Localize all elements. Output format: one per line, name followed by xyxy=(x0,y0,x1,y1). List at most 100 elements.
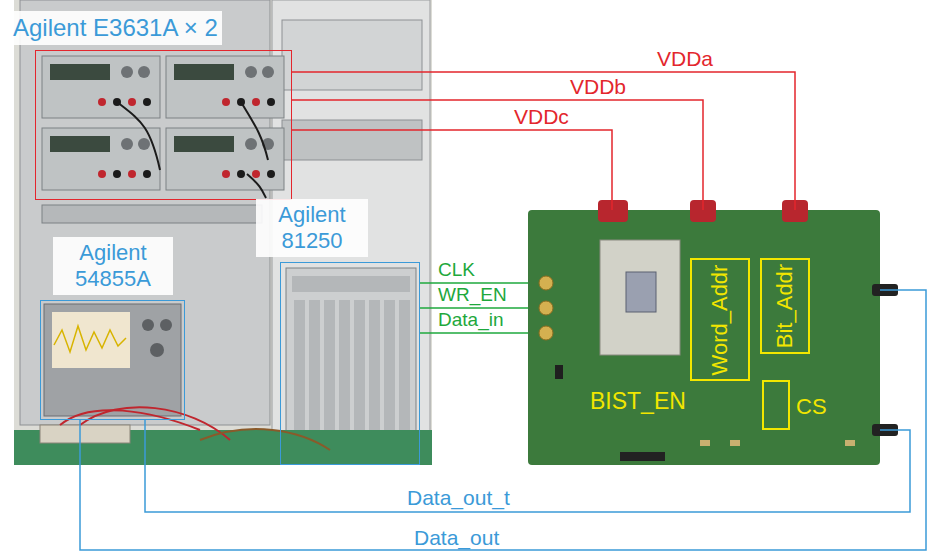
power-supply xyxy=(42,128,160,190)
scope-waveform xyxy=(54,326,126,352)
power-supply xyxy=(166,128,284,190)
signal-wire xyxy=(292,130,612,210)
smd-part xyxy=(730,440,740,446)
sma-connector xyxy=(539,276,553,290)
scope-screen xyxy=(52,312,130,368)
supply-cable xyxy=(241,102,268,160)
supply-terminal xyxy=(252,170,260,178)
instrument-label: Agilent 54855A xyxy=(53,237,173,295)
supply-terminal xyxy=(128,170,136,178)
scope-knob xyxy=(160,319,172,331)
signal-label: Bit_Addr xyxy=(772,264,798,348)
signal-name: WR_EN xyxy=(436,285,509,305)
signal-wire xyxy=(420,282,528,284)
chip-die xyxy=(626,272,656,312)
signal-wire xyxy=(292,72,795,210)
signal-wire xyxy=(420,307,528,309)
power-supply xyxy=(166,56,284,118)
rack-instrument xyxy=(42,205,262,223)
generator-module xyxy=(369,300,380,440)
supply-knob xyxy=(262,66,274,78)
supply-terminal xyxy=(143,170,151,178)
rack-instrument xyxy=(282,20,422,90)
supply-case xyxy=(166,56,284,118)
instrument-label: Agilent E3631A × 2 xyxy=(9,11,222,45)
bench-cable xyxy=(200,429,330,450)
instrument-group: Agilent 54855A xyxy=(40,300,185,420)
supply-terminal xyxy=(98,170,106,178)
supply-terminal xyxy=(143,98,151,106)
supply-display xyxy=(174,64,234,80)
signal-wire xyxy=(80,290,926,550)
instrument-group: Agilent 81250 xyxy=(280,262,420,465)
probe-clip xyxy=(598,200,628,222)
supply-cable xyxy=(247,174,266,198)
signal-wire xyxy=(420,332,528,334)
generator-slot xyxy=(292,276,410,292)
supply-knob xyxy=(138,66,150,78)
signal-name: Data_out xyxy=(412,527,501,549)
sma-connector xyxy=(539,326,553,340)
sma-connector xyxy=(539,301,553,315)
supply-knob xyxy=(121,138,133,150)
signal-name: Data_out_t xyxy=(405,487,512,509)
switch-group: Bit_Addr xyxy=(760,258,810,354)
supply-display xyxy=(174,136,234,152)
generator-module xyxy=(339,300,350,440)
generator-module xyxy=(354,300,365,440)
signal-wire xyxy=(292,100,703,210)
supply-knob xyxy=(138,138,150,150)
instrument-label: Agilent 81250 xyxy=(256,199,368,257)
supply-terminal xyxy=(252,98,260,106)
supply-display xyxy=(50,64,110,80)
pin-header xyxy=(555,365,563,379)
signal-label: CS xyxy=(796,394,827,420)
generator-module xyxy=(294,300,305,440)
supply-terminal xyxy=(267,98,275,106)
generator-module xyxy=(324,300,335,440)
power-supply xyxy=(42,56,160,118)
smd-part xyxy=(845,440,855,446)
instrument-group: Agilent E3631A × 2 xyxy=(35,50,292,200)
supply-knob xyxy=(245,138,257,150)
bench-cable xyxy=(80,407,230,440)
supply-knob xyxy=(121,66,133,78)
scope-knob xyxy=(150,343,164,357)
pin-header xyxy=(620,452,665,461)
switch-group: CS xyxy=(762,380,790,430)
pcb-board xyxy=(528,210,880,465)
scope-knob xyxy=(142,319,154,331)
supply-terminal xyxy=(267,170,275,178)
lab-photo-ground xyxy=(14,0,432,465)
signal-name: VDDb xyxy=(568,76,628,98)
generator-module xyxy=(384,300,395,440)
signal-name: VDDc xyxy=(512,106,571,128)
generator-module xyxy=(309,300,320,440)
smd-part xyxy=(700,440,710,446)
switch-group: Word_Addr xyxy=(690,258,750,381)
signal-name: VDDa xyxy=(655,48,715,70)
supply-terminal xyxy=(237,170,245,178)
oscilloscope xyxy=(44,304,181,416)
supply-cable xyxy=(117,102,160,170)
test-board: Word_Addr Bit_AddrCS BIST_EN xyxy=(528,210,880,465)
supply-case xyxy=(42,128,160,190)
supply-terminal xyxy=(222,170,230,178)
signal-label: Word_Addr xyxy=(707,264,733,375)
supply-terminal xyxy=(128,98,136,106)
signal-wire xyxy=(145,420,910,512)
signal-name: Data_in xyxy=(436,310,506,330)
supply-case xyxy=(42,56,160,118)
supply-display xyxy=(50,136,110,152)
rack-instrument xyxy=(282,120,422,160)
supply-terminal xyxy=(222,98,230,106)
signal-label: BIST_EN xyxy=(590,388,686,414)
supply-terminal xyxy=(113,170,121,178)
supply-case xyxy=(166,128,284,190)
signal-name: CLK xyxy=(436,260,477,280)
supply-terminal xyxy=(98,98,106,106)
chip-socket xyxy=(600,240,680,355)
supply-knob xyxy=(245,66,257,78)
